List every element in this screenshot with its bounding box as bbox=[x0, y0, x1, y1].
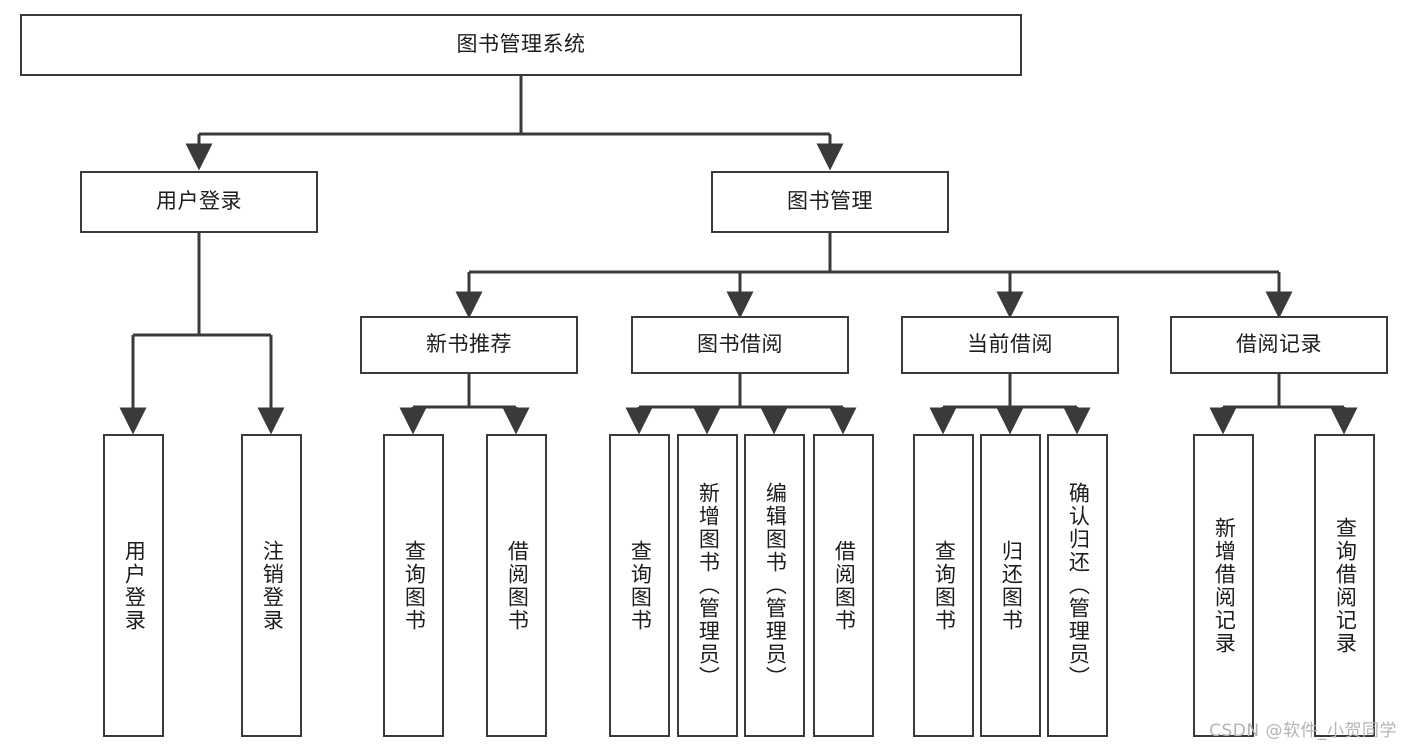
node-leaf-user-login[interactable]: 用户登录 bbox=[103, 434, 164, 737]
node-leaf-query-book-2[interactable]: 查询图书 bbox=[609, 434, 670, 737]
node-leaf-logout-login-label: 注销登录 bbox=[260, 539, 285, 632]
watermark-text: CSDN @软件_小贺同学 bbox=[1209, 721, 1397, 741]
node-leaf-query-book-3-label: 查询图书 bbox=[932, 539, 957, 632]
node-current-borrow[interactable]: 当前借阅 bbox=[901, 316, 1119, 374]
node-borrow-record[interactable]: 借阅记录 bbox=[1170, 316, 1388, 374]
node-leaf-borrow-book-1-label: 借阅图书 bbox=[505, 539, 530, 632]
node-leaf-confirm-return[interactable]: 确认归还（管理员） bbox=[1047, 434, 1108, 737]
node-book-borrow[interactable]: 图书借阅 bbox=[631, 316, 849, 374]
node-leaf-borrow-book-2-label: 借阅图书 bbox=[832, 539, 857, 632]
node-new-book-recommend[interactable]: 新书推荐 bbox=[360, 316, 578, 374]
node-leaf-query-record-label: 查询借阅记录 bbox=[1333, 516, 1358, 655]
node-leaf-add-book-label: 新增图书（管理员） bbox=[696, 482, 721, 689]
node-book-borrow-label: 图书借阅 bbox=[697, 332, 783, 357]
node-leaf-query-book-3[interactable]: 查询图书 bbox=[913, 434, 974, 737]
node-book-management-label: 图书管理 bbox=[787, 189, 873, 214]
node-root[interactable]: 图书管理系统 bbox=[20, 14, 1022, 76]
node-leaf-query-record[interactable]: 查询借阅记录 bbox=[1314, 434, 1375, 737]
node-leaf-query-book-2-label: 查询图书 bbox=[628, 539, 653, 632]
node-leaf-edit-book[interactable]: 编辑图书（管理员） bbox=[744, 434, 805, 737]
node-leaf-borrow-book-1[interactable]: 借阅图书 bbox=[486, 434, 547, 737]
node-book-management[interactable]: 图书管理 bbox=[711, 171, 949, 233]
node-leaf-user-login-label: 用户登录 bbox=[122, 539, 147, 632]
node-leaf-return-book[interactable]: 归还图书 bbox=[980, 434, 1041, 737]
node-leaf-add-book[interactable]: 新增图书（管理员） bbox=[677, 434, 738, 737]
node-leaf-borrow-book-2[interactable]: 借阅图书 bbox=[813, 434, 874, 737]
node-root-label: 图书管理系统 bbox=[456, 32, 586, 57]
node-leaf-add-record[interactable]: 新增借阅记录 bbox=[1193, 434, 1254, 737]
node-leaf-return-book-label: 归还图书 bbox=[999, 539, 1024, 632]
node-leaf-logout-login[interactable]: 注销登录 bbox=[241, 434, 302, 737]
node-user-login-label: 用户登录 bbox=[156, 189, 242, 214]
node-current-borrow-label: 当前借阅 bbox=[967, 332, 1053, 357]
node-borrow-record-label: 借阅记录 bbox=[1236, 332, 1322, 357]
node-leaf-confirm-return-label: 确认归还（管理员） bbox=[1066, 482, 1091, 689]
node-leaf-query-book-1-label: 查询图书 bbox=[402, 539, 427, 632]
node-leaf-edit-book-label: 编辑图书（管理员） bbox=[763, 482, 788, 689]
node-leaf-query-book-1[interactable]: 查询图书 bbox=[383, 434, 444, 737]
node-leaf-add-record-label: 新增借阅记录 bbox=[1212, 516, 1237, 655]
node-user-login[interactable]: 用户登录 bbox=[80, 171, 318, 233]
node-new-book-recommend-label: 新书推荐 bbox=[426, 332, 512, 357]
